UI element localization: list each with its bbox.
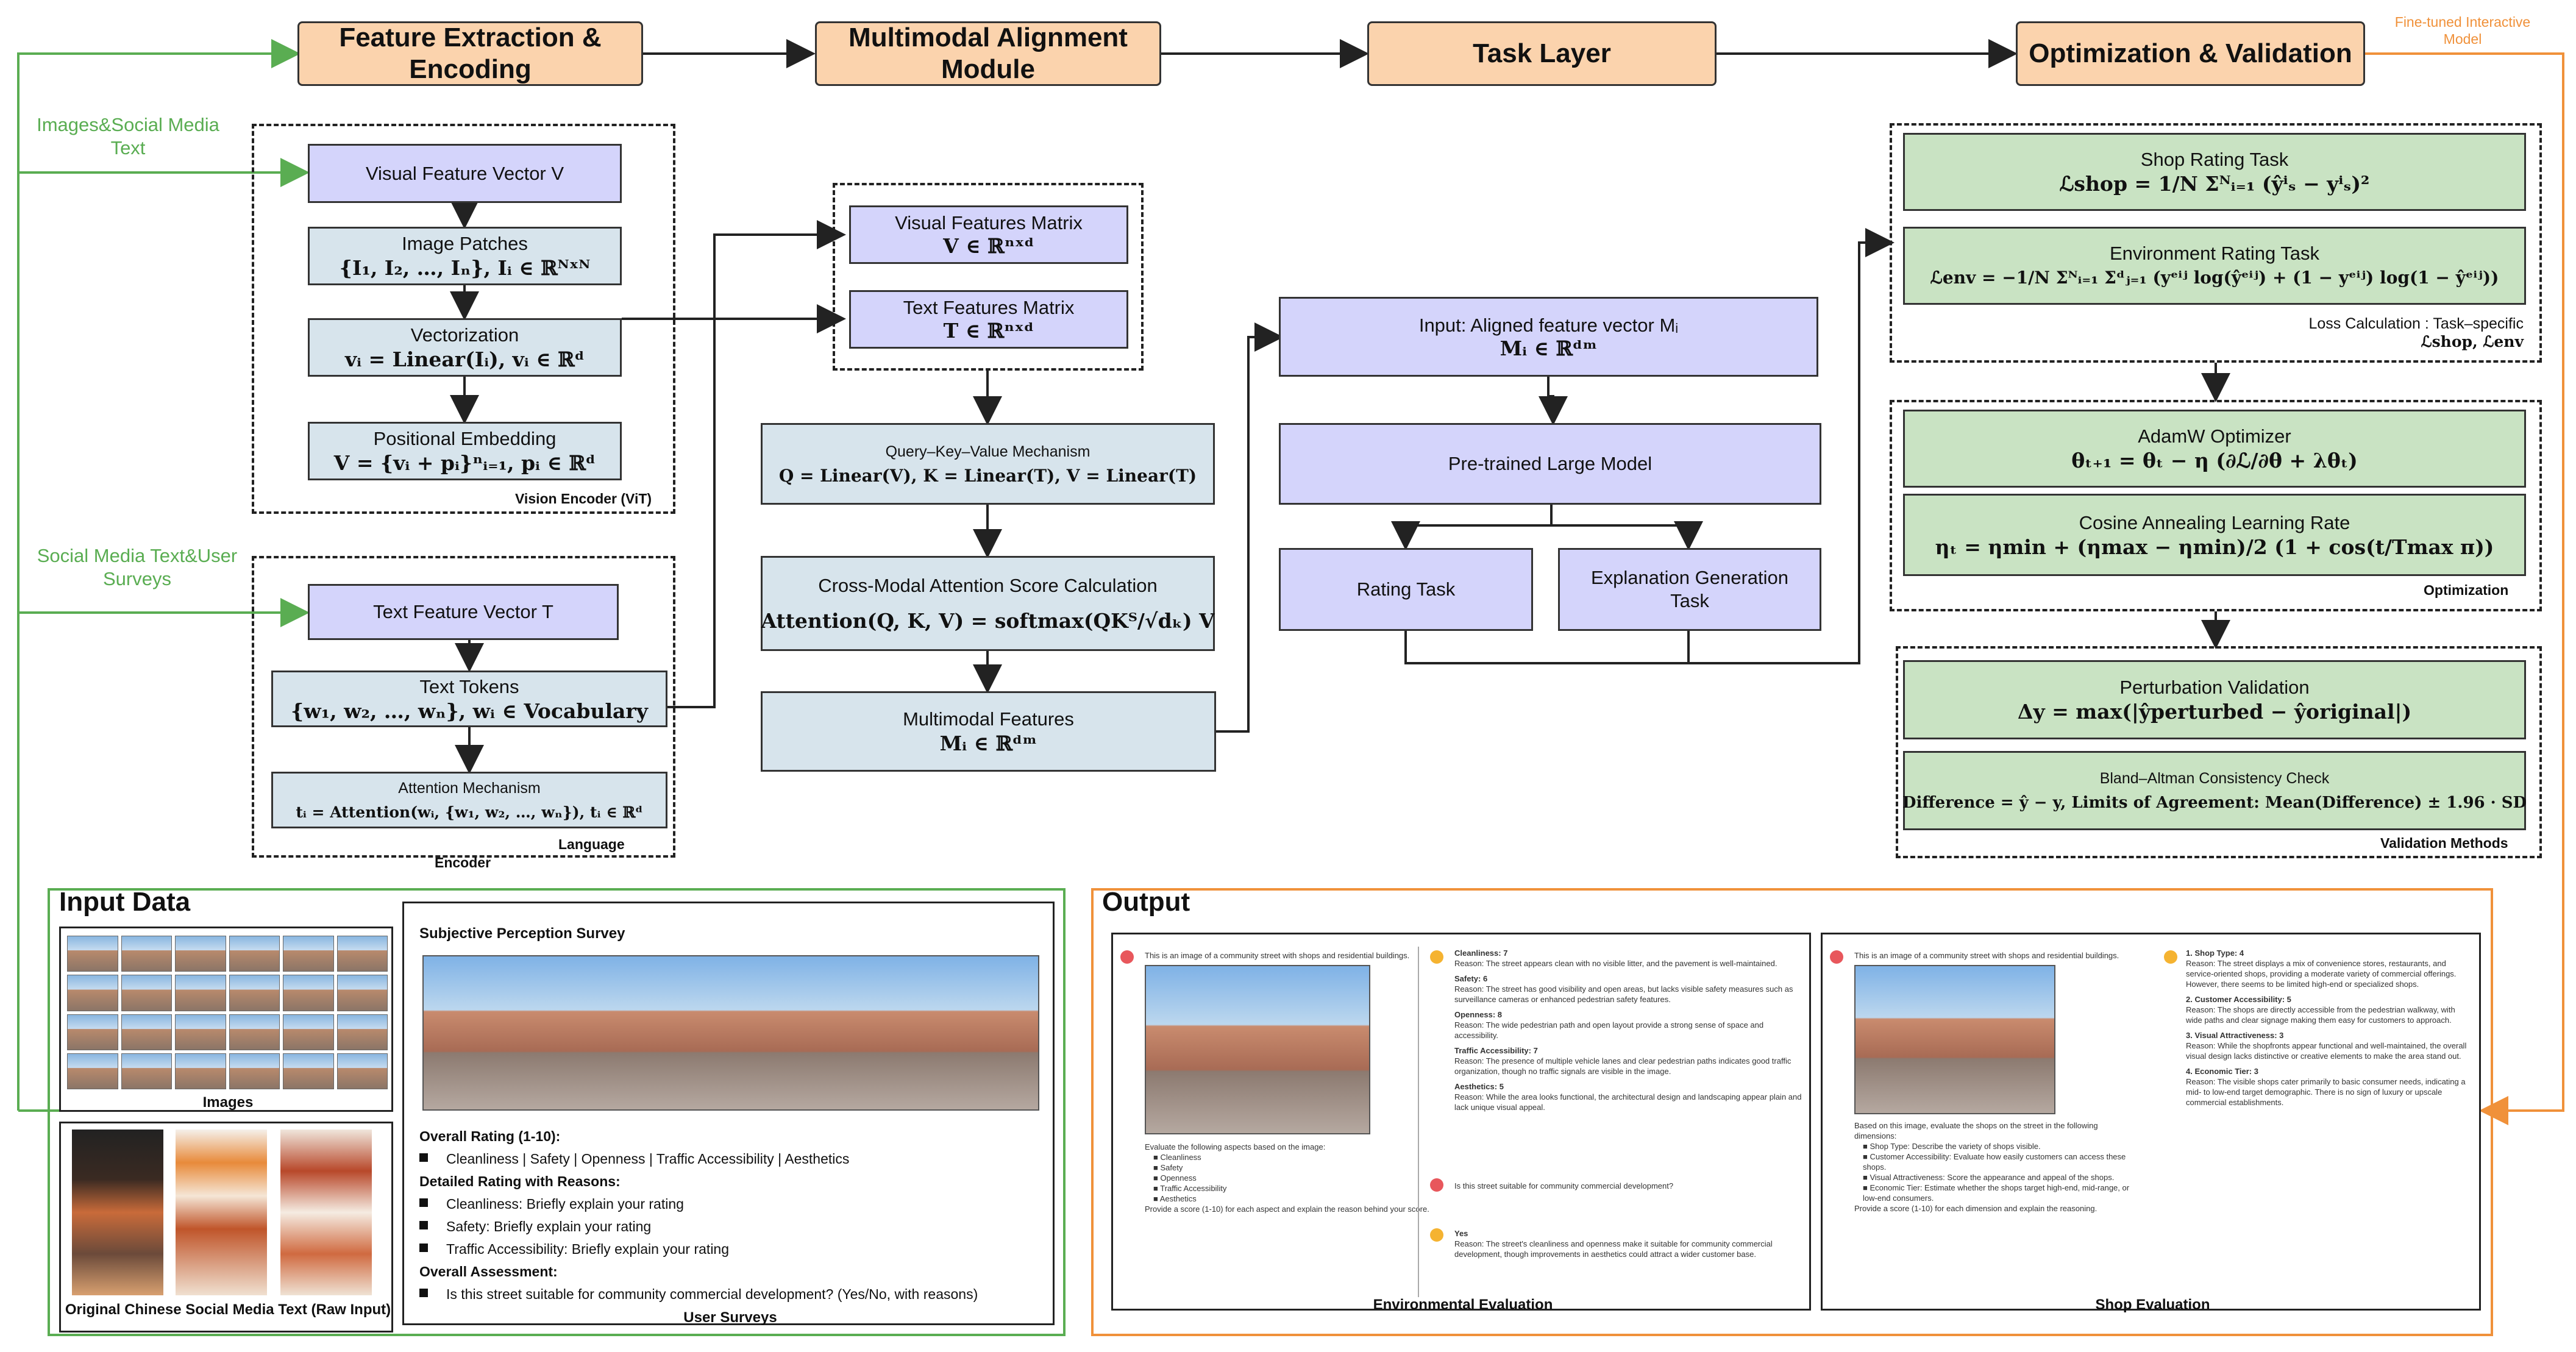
rating-task-box: Rating Task (1279, 548, 1533, 631)
finetuned-model-label: Fine-tuned Interactive Model (2394, 14, 2531, 47)
language-caption: Language (558, 836, 625, 852)
social-screenshot (72, 1130, 163, 1295)
social-caption: Original Chinese Social Media Text (Raw … (65, 1301, 391, 1318)
env-prompt: This is an image of a community street w… (1145, 951, 1410, 960)
shop-caption: Shop Evaluation (2095, 1297, 2210, 1313)
loss-calculation-frame (1890, 123, 2542, 363)
social-surveys-label: Social Media Text&User Surveys (37, 545, 238, 589)
env-caption: Environmental Evaluation (1373, 1297, 1553, 1313)
feature-matrices-frame (833, 183, 1144, 371)
column-divider (1418, 947, 1419, 1297)
shop-instruction: Based on this image, evaluate the shops … (1854, 1121, 2130, 1213)
assistant-avatar-icon (1430, 1228, 1443, 1242)
output-panel (1091, 888, 2493, 1336)
explanation-task-box: Explanation Generation Task (1558, 548, 1821, 631)
language-encoder-frame (252, 556, 675, 858)
shop-evaluation-panel: This is an image of a community street w… (1821, 933, 2481, 1313)
social-screenshot (176, 1130, 267, 1295)
social-screenshot (280, 1130, 372, 1295)
assistant-avatar-icon (2164, 950, 2177, 964)
shop-prompt: This is an image of a community street w… (1854, 951, 2119, 960)
vision-encoder-frame (252, 124, 675, 514)
env-instruction: Evaluate the following aspects based on … (1145, 1142, 1429, 1214)
validation-caption: Validation Methods (2380, 835, 2508, 851)
env-street-image (1145, 965, 1370, 1134)
text-tokens-box: Text Tokens{w₁, w₂, …, wₙ}, wᵢ ∈ Vocabul… (271, 671, 667, 727)
header-task-layer: Task Layer (1367, 21, 1717, 86)
assistant-avatar-icon (1430, 950, 1443, 964)
encoder-caption: Encoder (435, 855, 491, 870)
user-avatar-icon (1830, 950, 1843, 964)
input-data-title: Input Data (59, 887, 191, 917)
user-avatar-icon (1430, 1178, 1443, 1192)
header-feature-extraction: Feature Extraction & Encoding (297, 21, 643, 86)
output-title: Output (1102, 887, 1190, 917)
user-avatar-icon (1120, 950, 1134, 964)
header-optimization-validation: Optimization & Validation (2016, 21, 2365, 86)
validation-frame (1896, 646, 2542, 858)
images-caption: Images (202, 1094, 254, 1111)
social-media-panel: Original Chinese Social Media Text (Raw … (59, 1122, 393, 1332)
visual-feature-vector: Visual Feature Vector V (308, 144, 622, 203)
images-panel: Images (59, 927, 393, 1112)
env-question: Is this street suitable for community co… (1454, 1181, 1674, 1190)
user-surveys-panel: Subjective Perception Survey Overall Rat… (402, 902, 1055, 1326)
vision-encoder-caption: Vision Encoder (ViT) (515, 491, 652, 507)
image-thumbnail-grid (67, 936, 388, 1089)
survey-title: Subjective Perception Survey (419, 925, 625, 942)
image-patches-box: Image Patches{I₁, I₂, …, Iₙ}, Iᵢ ∈ ℝᴺˣᴺ (308, 227, 622, 285)
survey-questions: Overall Rating (1-10): Cleanliness | Saf… (419, 1125, 1041, 1306)
optimization-caption: Optimization (2424, 582, 2509, 598)
text-feature-vector: Text Feature Vector T (308, 584, 619, 640)
header-multimodal-alignment: Multimodal Alignment Module (815, 21, 1161, 86)
surveys-caption: User Surveys (683, 1309, 777, 1326)
street-panorama-image (422, 955, 1039, 1111)
images-social-label: Images&Social Media Text (37, 114, 219, 158)
input-data-panel (48, 888, 1066, 1336)
environmental-evaluation-panel: This is an image of a community street w… (1111, 933, 1811, 1313)
pretrained-model-box: Pre-trained Large Model (1279, 423, 1821, 505)
optimization-frame (1890, 400, 2542, 611)
shop-street-image (1854, 965, 2055, 1114)
